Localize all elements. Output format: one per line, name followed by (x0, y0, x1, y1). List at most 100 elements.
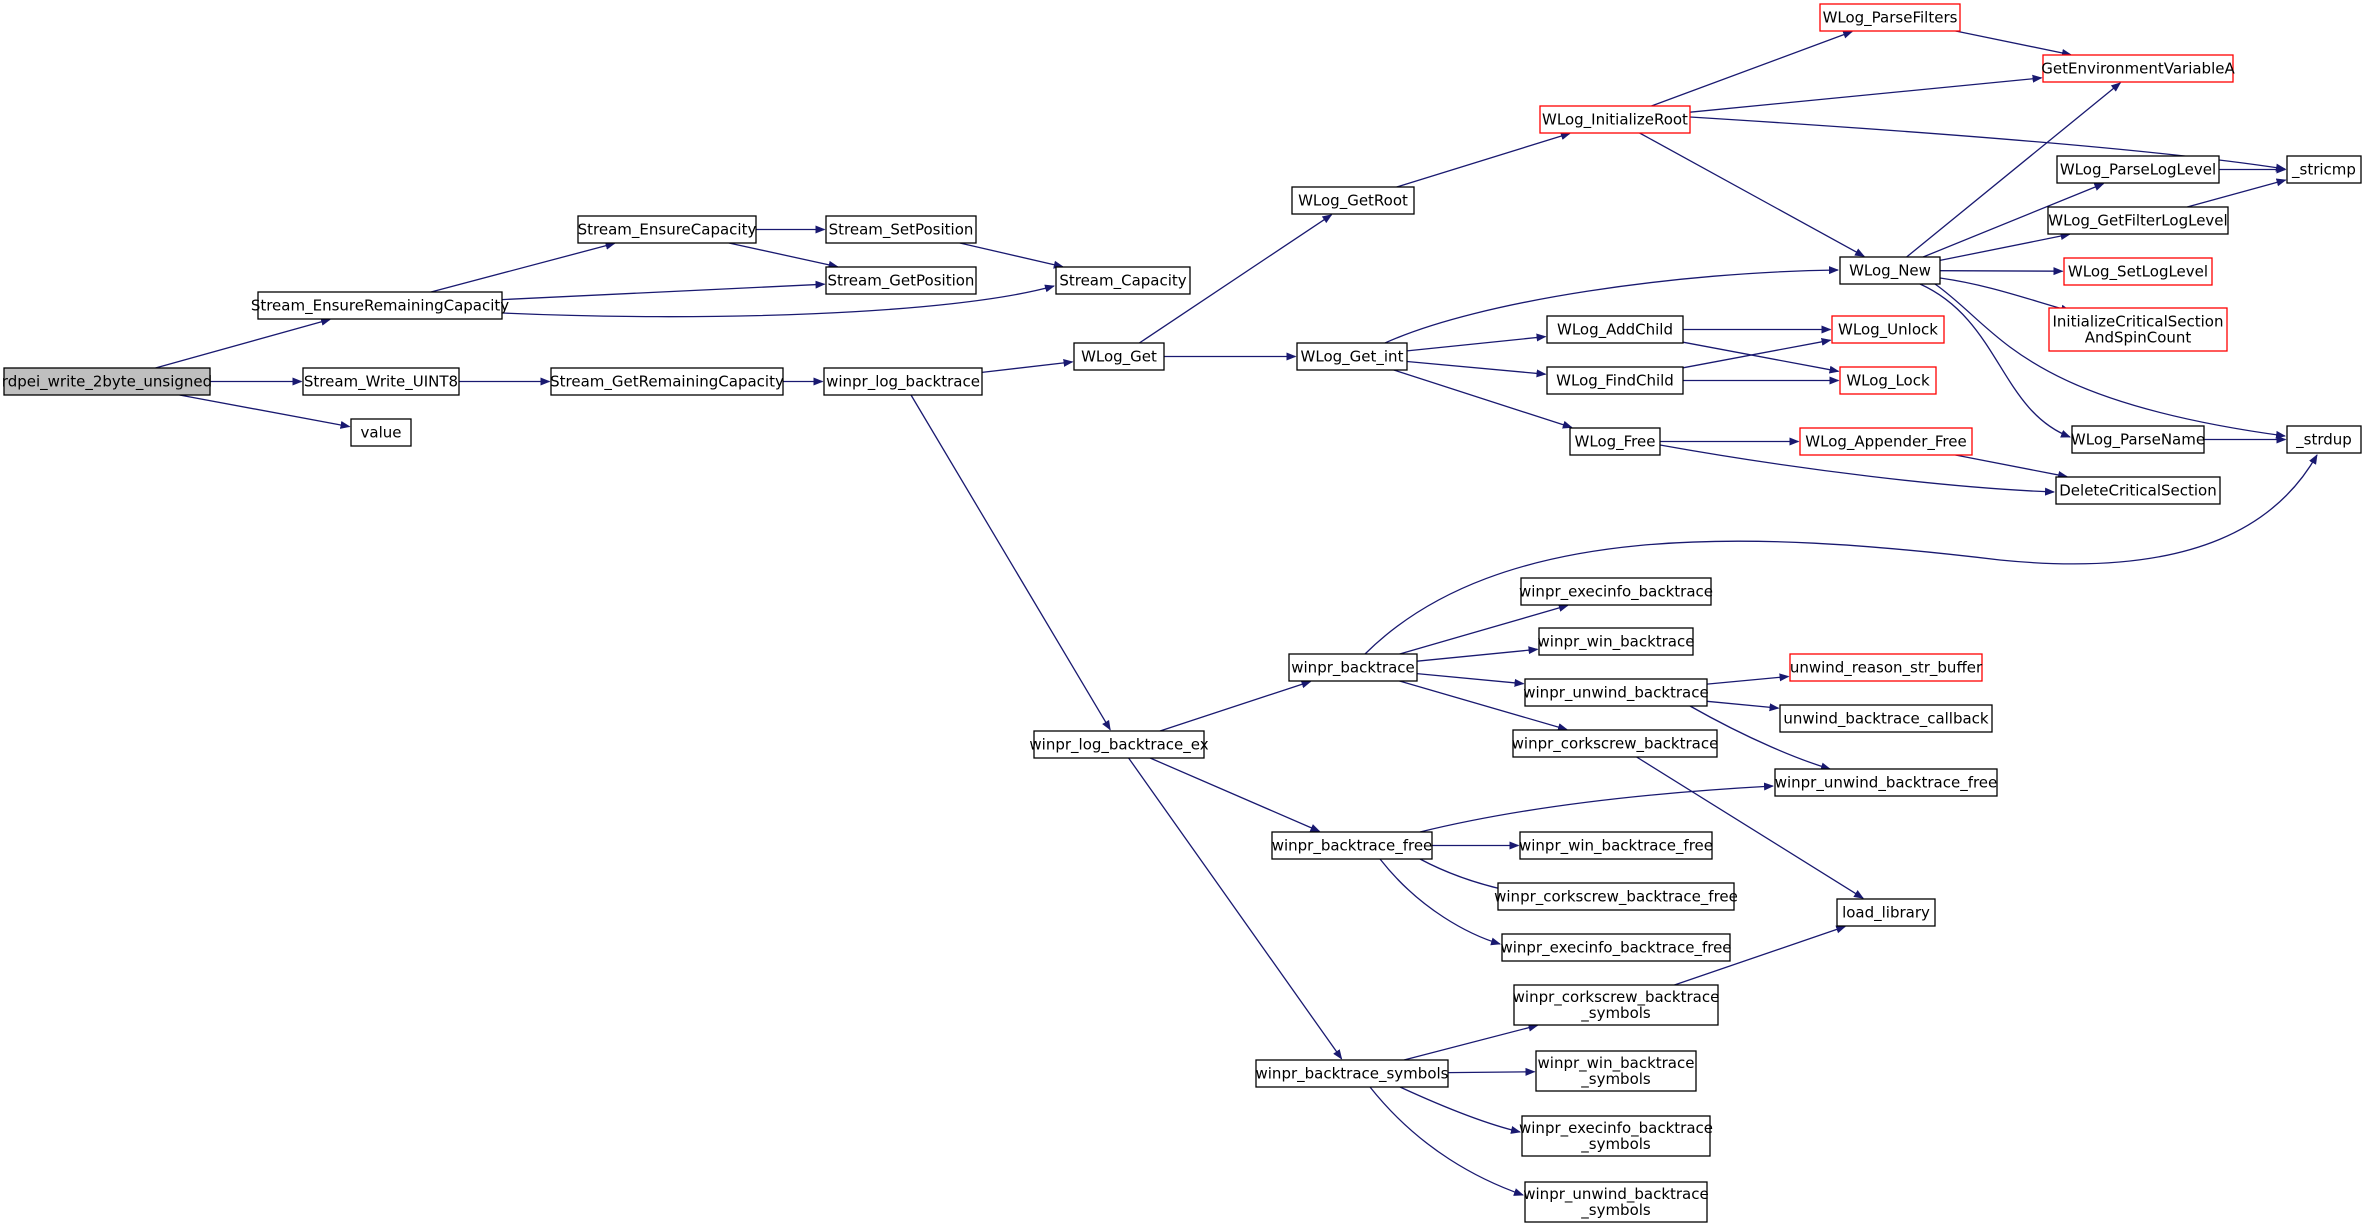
node--stricmp[interactable]: _stricmp (2286, 155, 2362, 184)
node-winpr-backtrace-symbols[interactable]: winpr_backtrace_symbols (1255, 1059, 1449, 1088)
node-label: WLog_ParseFilters (1823, 9, 1958, 28)
node-winpr-unwind-backtrace-symbols[interactable]: winpr_unwind_backtrace_symbols (1523, 1181, 1709, 1223)
call-edge (1906, 82, 2122, 258)
node-box (1789, 653, 1983, 682)
node-wlog-unlock[interactable]: WLog_Unlock (1831, 315, 1945, 344)
node-box (1839, 366, 1937, 395)
node-box (1519, 831, 1713, 860)
node-winpr-corkscrew-backtrace-free[interactable]: winpr_corkscrew_backtrace_free (1494, 882, 1738, 911)
node-stream-getremainingcapacity[interactable]: Stream_GetRemainingCapacity (550, 367, 784, 396)
node-wlog-findchild[interactable]: WLog_FindChild (1546, 366, 1684, 395)
call-edge (1406, 333, 1547, 352)
node-label: winpr_execinfo_backtrace (1519, 583, 1713, 602)
node-winpr-log-backtrace[interactable]: winpr_log_backtrace (823, 367, 983, 396)
node-box (1836, 898, 1936, 927)
node-winpr-execinfo-backtrace[interactable]: winpr_execinfo_backtrace (1519, 577, 1713, 606)
node-wlog-getroot[interactable]: WLog_GetRoot (1291, 186, 1415, 215)
node-label: Stream_EnsureRemainingCapacity (251, 297, 509, 316)
node-winpr-corkscrew-backtrace-symbols[interactable]: winpr_corkscrew_backtrace_symbols (1513, 984, 1720, 1026)
call-edge (1369, 1086, 1524, 1196)
node-wlog-get[interactable]: WLog_Get (1073, 342, 1165, 371)
call-edge (2187, 178, 2287, 208)
node-label: value (361, 424, 402, 442)
node-stream-getposition[interactable]: Stream_GetPosition (825, 266, 977, 295)
node-unwind-backtrace-callback[interactable]: unwind_backtrace_callback (1779, 704, 1993, 733)
node-winpr-corkscrew-backtrace[interactable]: winpr_corkscrew_backtrace (1512, 729, 1719, 758)
call-edge (1955, 454, 2069, 479)
node-wlog-lock[interactable]: WLog_Lock (1839, 366, 1937, 395)
node-winpr-execinfo-backtrace-free[interactable]: winpr_execinfo_backtrace_free (1500, 933, 1732, 962)
node--strdup[interactable]: _strdup (2286, 425, 2362, 454)
node-winpr-execinfo-backtrace-symbols[interactable]: winpr_execinfo_backtrace_symbols (1519, 1115, 1713, 1157)
node-winpr-win-backtrace-symbols[interactable]: winpr_win_backtrace_symbols (1535, 1050, 1697, 1092)
node-wlog-setloglevel[interactable]: WLog_SetLogLevel (2063, 257, 2213, 286)
node-box (1501, 933, 1731, 962)
node-wlog-parsename[interactable]: WLog_ParseName (2071, 425, 2205, 454)
node-stream-capacity[interactable]: Stream_Capacity (1055, 266, 1191, 295)
node-label: WLog_Get (1081, 348, 1157, 367)
call-edge (1939, 232, 2071, 262)
node-wlog-parsefilters[interactable]: WLog_ParseFilters (1819, 3, 1961, 32)
node-unwind-reason-str-buffer[interactable]: unwind_reason_str_buffer (1789, 653, 1983, 682)
node-wlog-appender-free[interactable]: WLog_Appender_Free (1799, 427, 1973, 456)
call-edge (1639, 132, 1865, 257)
call-edge (1674, 925, 1847, 986)
node-getenvironmentvariablea[interactable]: GetEnvironmentVariableA (2041, 54, 2235, 83)
node-label: winpr_log_backtrace (826, 373, 980, 392)
call-edge (1399, 604, 1569, 655)
node-wlog-new[interactable]: WLog_New (1839, 256, 1941, 285)
node-label: _strdup (2295, 431, 2352, 450)
node-wlog-addchild[interactable]: WLog_AddChild (1546, 315, 1684, 344)
node-label: GetEnvironmentVariableA (2041, 60, 2235, 78)
node-box (2042, 54, 2234, 83)
node-box (2055, 476, 2221, 505)
node-winpr-win-backtrace[interactable]: winpr_win_backtrace (1538, 627, 1695, 656)
call-edge (179, 394, 351, 429)
node-wlog-get-int[interactable]: WLog_Get_int (1296, 342, 1408, 371)
node-stream-ensureremainingcapacity[interactable]: Stream_EnsureRemainingCapacity (251, 291, 509, 320)
call-edge (959, 242, 1064, 269)
call-edge (1379, 858, 1501, 946)
call-edge (501, 280, 826, 301)
node-winpr-backtrace-free[interactable]: winpr_backtrace_free (1271, 831, 1433, 860)
call-edge (1955, 30, 2072, 57)
call-edge (1364, 454, 2318, 655)
node-wlog-getfilterloglevel[interactable]: WLog_GetFilterLogLevel (2047, 206, 2229, 235)
node-label: Stream_EnsureCapacity (578, 221, 757, 240)
node-load-library[interactable]: load_library (1836, 898, 1936, 927)
node-winpr-backtrace[interactable]: winpr_backtrace (1288, 653, 1418, 682)
node-value[interactable]: value (350, 418, 412, 447)
node-winpr-log-backtrace-ex[interactable]: winpr_log_backtrace_ex (1029, 730, 1209, 759)
node-winpr-unwind-backtrace[interactable]: winpr_unwind_backtrace (1523, 678, 1709, 707)
node-stream-ensurecapacity[interactable]: Stream_EnsureCapacity (577, 215, 757, 244)
node-label: Stream_GetRemainingCapacity (550, 373, 784, 392)
nodes-layer: rdpei_write_2byte_unsigned Stream_EnsureR… (2, 3, 2362, 1223)
node-stream-setposition[interactable]: Stream_SetPosition (825, 215, 977, 244)
node-box (1255, 1059, 1449, 1088)
node-deletecriticalsection[interactable]: DeleteCriticalSection (2055, 476, 2221, 505)
node-label: Stream_Write_UINT8 (304, 373, 458, 392)
node-box (302, 367, 460, 396)
call-edge (1396, 132, 1571, 188)
node-box (1569, 427, 1661, 456)
node-label: WLog_Lock (1846, 372, 1930, 391)
node-wlog-initializeroot[interactable]: WLog_InitializeRoot (1539, 105, 1691, 134)
node-box (1073, 342, 1165, 371)
node-box (1779, 704, 1993, 733)
node-winpr-win-backtrace-free[interactable]: winpr_win_backtrace_free (1519, 831, 1713, 860)
node-winpr-unwind-backtrace-free[interactable]: winpr_unwind_backtrace_free (1774, 768, 1998, 797)
node-stream-write-uint8[interactable]: Stream_Write_UINT8 (302, 367, 460, 396)
node-wlog-parseloglevel[interactable]: WLog_ParseLogLevel (2056, 155, 2220, 184)
node-wlog-free[interactable]: WLog_Free (1569, 427, 1661, 456)
node-box (1839, 256, 1941, 285)
node-rdpei-write-2byte-unsigned: rdpei_write_2byte_unsigned (2, 367, 212, 396)
call-edge (1384, 266, 1839, 344)
call-edge (1636, 756, 1864, 899)
call-edge (1403, 1023, 1539, 1061)
node-box (825, 266, 977, 295)
call-edge (981, 358, 1074, 374)
call-edge (1419, 782, 1774, 833)
node-label: winpr_backtrace_free (1272, 837, 1433, 856)
